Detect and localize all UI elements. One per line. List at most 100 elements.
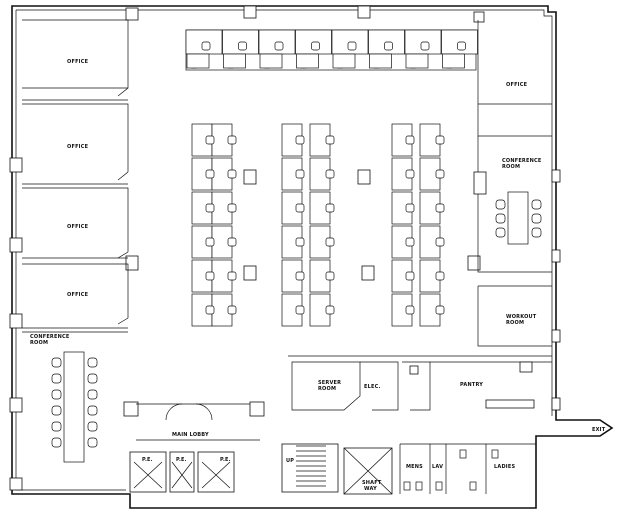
columns [9,5,561,491]
main-lobby [136,403,260,441]
chair [435,135,445,145]
workstation-desk [186,53,210,69]
main-lobby-label: MAIN LOBBY [172,432,209,438]
chair [405,237,415,247]
workstation-desk [442,53,465,69]
chair [51,357,62,368]
chair [435,237,445,247]
left-offices [22,19,129,333]
chair [435,169,445,179]
chair [205,305,215,315]
workout-label-line1: WORKOUT [506,314,537,320]
chair [87,357,98,368]
chair [325,271,335,281]
chair [405,135,415,145]
left-conference-label-line1: CONFERENCE [30,334,70,340]
chair [201,41,211,51]
top-workstations [185,29,478,71]
workstation-desk [332,53,356,69]
right-conference-label-line2: ROOM [502,164,520,170]
chair [405,305,415,315]
chair [51,405,62,416]
chair [227,237,237,247]
chair [51,373,62,384]
workout-label-line2: ROOM [506,320,524,326]
chair [325,237,335,247]
left-conference-label-line2: ROOM [30,340,48,346]
chair [325,169,335,179]
pantry-label: PANTRY [460,382,483,388]
workstation-clusters [191,123,445,327]
workstation-desk [259,53,283,69]
chair [457,41,466,51]
chair [87,437,98,448]
shaft-way [343,447,393,495]
chair [87,389,98,400]
chair [205,135,215,145]
workstation-desk [223,53,246,69]
shaft-way-label-line1: SHAFT [362,480,382,486]
restrooms [399,443,536,494]
chair [87,421,98,432]
chair [405,169,415,179]
server-room-label-line1: SERVER [318,380,341,386]
ladies-room-label: LADIES [494,464,515,470]
chair [227,271,237,281]
left-conference-room [51,351,98,463]
chair [495,227,506,238]
chair [325,203,335,213]
chair [227,305,237,315]
office-label-3: OFFICE [67,224,89,230]
office-label-1: OFFICE [67,59,89,65]
chair [274,41,284,51]
chair [435,271,445,281]
server-room-label-line2: ROOM [318,386,336,392]
exit-label: EXIT [592,427,606,433]
stairs [281,443,339,493]
mens-room-label: MENS [406,464,423,470]
service-rooms [288,355,552,411]
chair [435,203,445,213]
workstation-desk [369,53,392,69]
chair [405,271,415,281]
chair [325,305,335,315]
chair [51,389,62,400]
chair [405,203,415,213]
right-conference-label-line1: CONFERENCE [502,158,542,164]
chair [531,227,542,238]
chair [531,199,542,210]
chair [495,213,506,224]
chair [205,271,215,281]
chair [238,41,247,51]
chair [384,41,393,51]
chair [227,135,237,145]
pe-label-2: P.E. [176,457,187,463]
chair [531,213,542,224]
chair [311,41,320,51]
chair [295,237,305,247]
chair [51,421,62,432]
office-label-2: OFFICE [67,144,89,150]
shaft-way-label-line2: WAY [364,486,377,492]
workstation-desk [405,53,429,69]
chair [295,271,305,281]
chair [227,169,237,179]
chair [87,405,98,416]
workstation-desk [296,53,319,69]
chair [227,203,237,213]
chair [205,237,215,247]
stair-up-label: UP [286,458,294,464]
pe-label-3: P.E. [220,457,231,463]
chair [347,41,357,51]
office-label-4: OFFICE [67,292,89,298]
chair [295,305,305,315]
chair [295,203,305,213]
lav-label: LAV [432,464,443,470]
chair [325,135,335,145]
chair [295,169,305,179]
chair [205,169,215,179]
chair [87,373,98,384]
chair [205,203,215,213]
right-rooms [473,20,552,347]
